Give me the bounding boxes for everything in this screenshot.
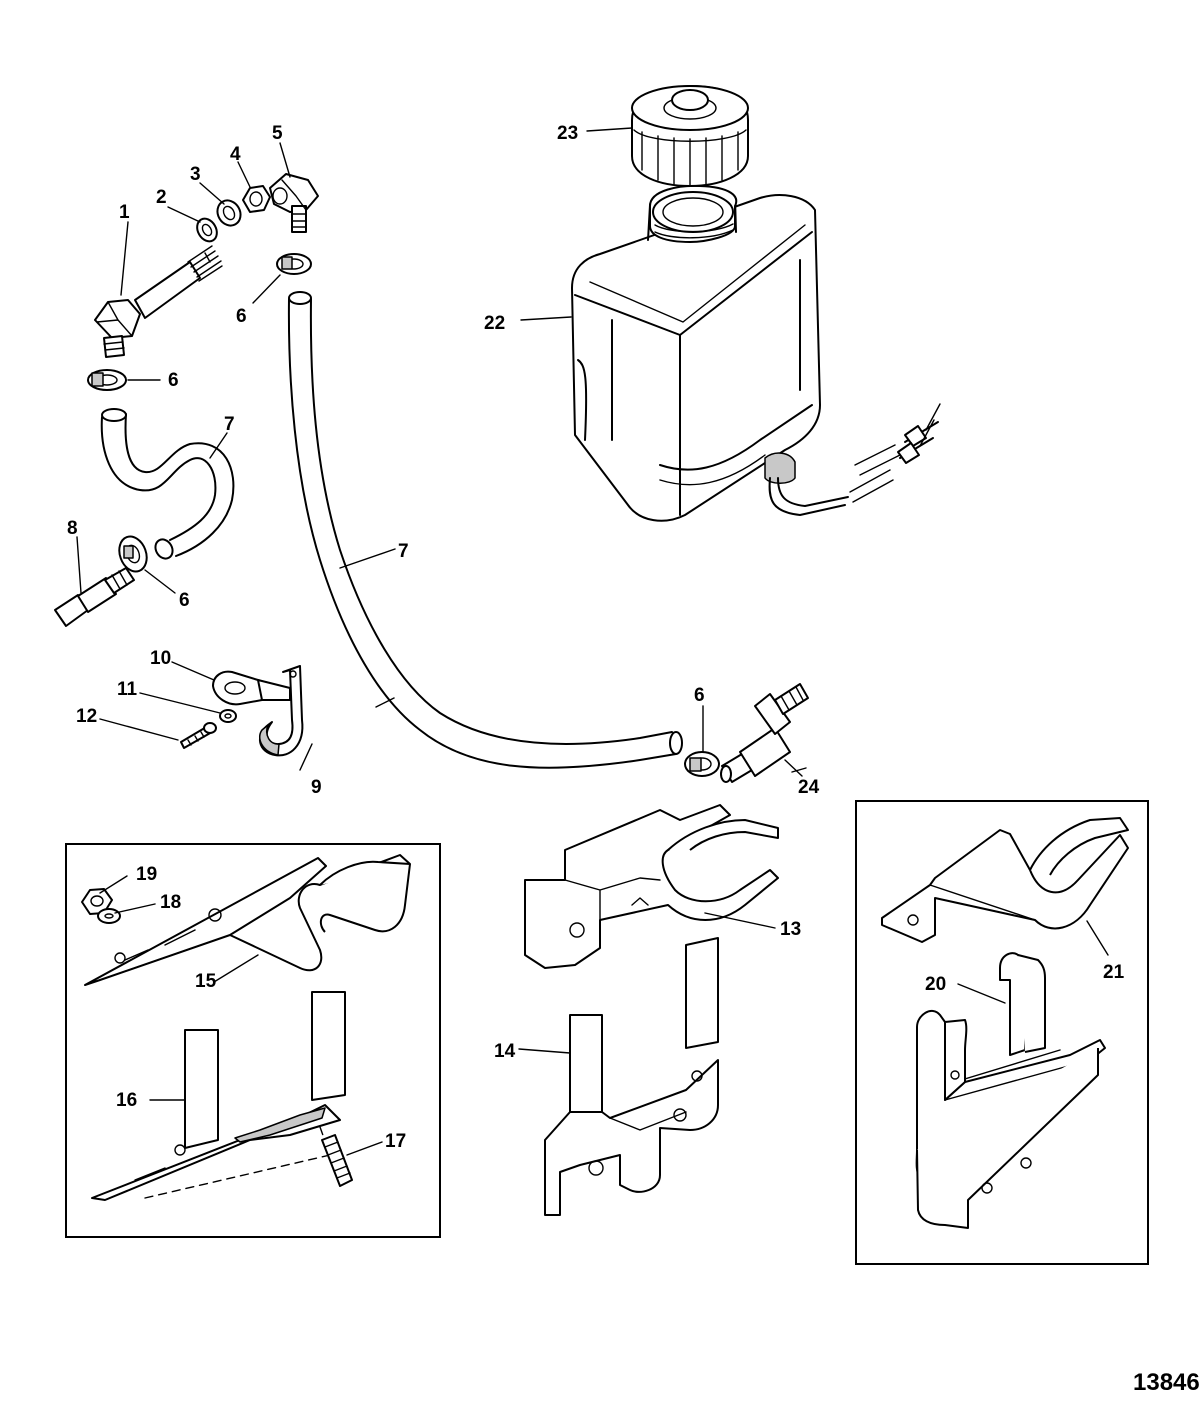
part-7-short-hose <box>100 408 235 560</box>
part-6-clamp-right <box>684 751 720 777</box>
callout-18: 18 <box>160 892 181 913</box>
callout-19: 19 <box>136 864 157 885</box>
callout-7a: 7 <box>224 414 235 435</box>
part-11-washer <box>219 709 237 723</box>
callout-15: 15 <box>195 971 217 992</box>
callout-16: 16 <box>116 1090 137 1111</box>
part-17-stud <box>321 1134 353 1187</box>
part-7-long-hose <box>287 291 683 769</box>
part-6-clamp-upper <box>276 253 312 275</box>
part-6-clamp-left-bottom <box>118 535 148 573</box>
part-6-clamp-left-top <box>87 369 127 391</box>
callout-7b: 7 <box>398 541 409 562</box>
callout-6c: 6 <box>179 590 190 611</box>
callout-3: 3 <box>190 164 201 185</box>
part-24-fitting <box>720 683 809 783</box>
callout-11: 11 <box>117 679 138 700</box>
part-10-strap <box>212 670 291 706</box>
callout-22: 22 <box>484 313 505 334</box>
callout-2: 2 <box>156 187 167 208</box>
part-8-fitting <box>54 567 135 627</box>
part-2-washer <box>196 217 218 243</box>
kit-box-left <box>65 843 441 1238</box>
callout-17: 17 <box>385 1131 406 1152</box>
part-13-bracket <box>524 804 779 969</box>
callout-4: 4 <box>230 144 241 165</box>
part-9-p-clamp <box>258 665 304 757</box>
part-12-screw <box>180 722 217 749</box>
callout-6b: 6 <box>168 370 179 391</box>
callout-23: 23 <box>557 123 578 144</box>
callout-9: 9 <box>311 777 322 798</box>
part-20-bracket <box>915 952 1106 1229</box>
part-15-bracket <box>84 854 411 986</box>
part-3-washer <box>216 199 242 227</box>
callout-13: 13 <box>780 919 801 940</box>
part-23-tank-cap <box>631 85 749 187</box>
part-1-bolt <box>94 245 223 358</box>
part-18-washer <box>97 908 121 924</box>
part-5-elbow-fitting <box>269 173 319 233</box>
part-21-bracket <box>881 817 1129 943</box>
part-22-oil-tank <box>571 184 941 522</box>
kit-box-right <box>855 800 1149 1265</box>
callout-24: 24 <box>798 777 820 798</box>
callout-14: 14 <box>494 1041 516 1062</box>
part-4-nut <box>242 185 271 213</box>
callout-6d: 6 <box>694 685 705 706</box>
callout-12: 12 <box>76 706 97 727</box>
part-19-nut <box>81 888 113 915</box>
callout-1: 1 <box>119 202 130 223</box>
callout-20: 20 <box>925 974 946 995</box>
part-14-bracket <box>544 937 719 1216</box>
callout-21: 21 <box>1103 962 1125 983</box>
callout-8: 8 <box>67 518 78 539</box>
part-16-bracket <box>91 991 346 1201</box>
callout-10: 10 <box>150 648 171 669</box>
callout-5: 5 <box>272 123 283 144</box>
callout-6a: 6 <box>236 306 247 327</box>
figure-number: 13846 <box>1133 1369 1200 1396</box>
